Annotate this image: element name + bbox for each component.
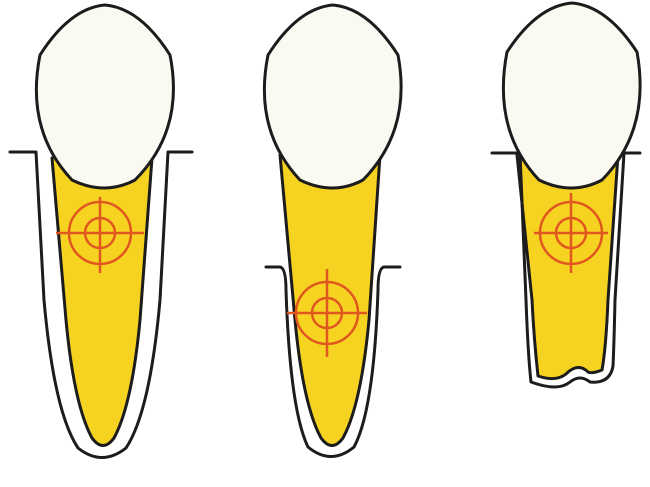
crown — [503, 3, 640, 188]
tooth-reduced-bone-level — [264, 5, 401, 457]
tooth-shortened-root — [492, 3, 640, 387]
crown — [264, 5, 401, 188]
tooth-normal-bone-level — [10, 5, 192, 458]
crown — [36, 5, 173, 188]
